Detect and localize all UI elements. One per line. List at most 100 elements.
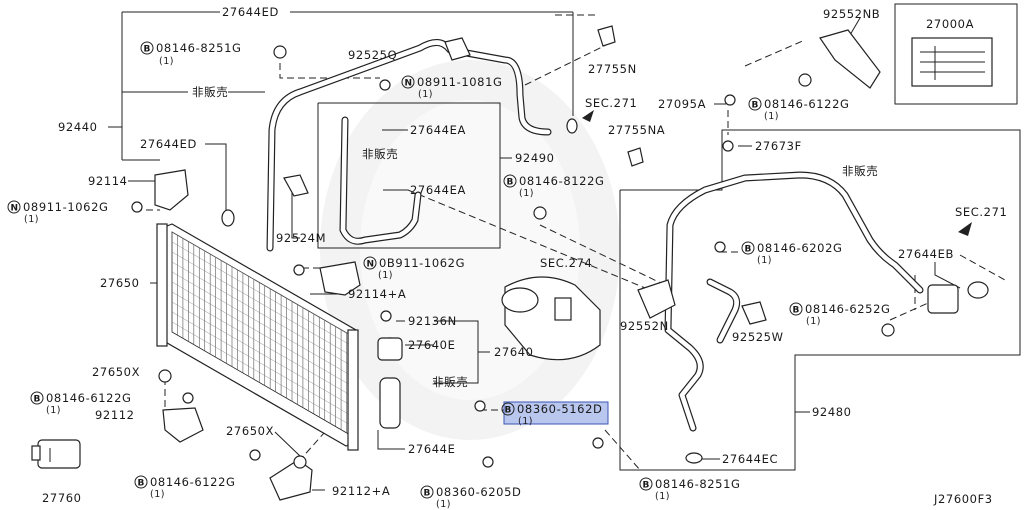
sensor-27760 [31,439,81,469]
condenser-fins [171,231,353,436]
fastener-callout: B 08146-6252G (1) [789,302,891,327]
fastener-prefix: B [144,45,151,55]
not-for-sale-label: 非販売 [842,164,878,178]
fastener-callout: B 08360-6205D (1) [420,485,521,510]
fastener-code: 08146-6202G [757,241,843,255]
fastener-code: 08360-5162D [517,402,602,416]
label-sec271-right: SEC.271 [955,205,1007,219]
label-92524M: 92524M [276,231,326,245]
fastener-code: 08360-6205D [436,485,521,499]
label-27095A: 27095A [658,97,706,111]
label-27755N: 27755N [588,62,637,76]
condenser-27650 [156,223,359,451]
fastener-code: 08146-6252G [805,302,891,316]
fastener-prefix: B [643,481,650,491]
fastener-code: 08146-6122G [46,391,132,405]
label-27644ED-left: 27644ED [140,137,197,151]
fastener-qty: (1) [519,188,534,199]
condenser-tube [171,301,353,407]
not-for-sale-label: 非販売 [432,375,468,389]
condenser-tube [171,241,353,347]
label-27000A: 27000A [926,17,974,31]
label-27650: 27650 [100,276,140,290]
condenser-tube [171,261,353,367]
condenser-tube [171,231,353,337]
fastener-code: 08146-8122G [519,174,605,188]
label-27760: 27760 [42,491,82,505]
fastener-callout-highlighted: B 08360-5162D (1) [501,402,602,427]
label-27644EC: 27644EC [722,452,778,466]
not-for-sale-label: 非販売 [192,85,228,99]
label-92480: 92480 [812,405,852,419]
fastener-code: 08911-1062G [23,200,109,214]
fastener-prefix: B [138,479,145,489]
fastener-callout: B 08146-8122G (1) [503,174,605,199]
fastener-qty: (1) [655,491,670,502]
condenser-tube [171,271,353,377]
fastener-prefix: N [11,204,19,214]
fastener-code: 08146-8251G [156,41,242,55]
arrow-sec271-top-icon [582,110,594,122]
pipes [266,39,924,432]
condenser-tube [171,291,353,397]
fastener-code: 08146-6122G [150,475,236,489]
fastener-code: 0B911-1062G [379,256,465,270]
fastener-callout: B 08146-6122G (1) [748,97,850,122]
condenser-tube [171,321,353,427]
fastener-qty: (1) [150,489,165,500]
label-92525Q: 92525Q [348,48,397,62]
label-sec274: SEC.274 [540,256,592,270]
fastener-qty: (1) [764,111,779,122]
fastener-qty: (1) [159,56,174,67]
label-27644ED-top: 27644ED [222,5,279,19]
label-27644EA-1: 27644EA [410,123,466,137]
fastener-qty: (1) [518,416,533,427]
label-92552NB: 92552NB [823,7,880,21]
fastener-prefix: B [752,101,759,111]
fastener-prefix: N [367,260,375,270]
fastener-code: 08911-1081G [417,75,503,89]
fastener-prefix: B [745,245,752,255]
fastener-callout: B 08146-8251G (1) [639,477,741,502]
fastener-callout: B 08146-6122G (1) [134,475,236,500]
fastener-callout: B 08146-6122G (1) [30,391,132,416]
fastener-callout: N 08911-1081G (1) [401,75,503,100]
label-sec271-top: SEC.271 [585,96,637,110]
fastener-qty: (1) [24,214,39,225]
not-for-sale-labels: 非販売 非販売 非販売 非販売 [192,85,878,389]
label-27640E: 27640E [408,338,455,352]
label-27755NA: 27755NA [608,123,665,137]
label-92114A: 92114+A [348,287,406,301]
fastener-prefix: B [507,178,514,188]
label-27650X-left: 27650X [92,365,140,379]
label-92440: 92440 [58,120,98,134]
label-92490: 92490 [515,151,555,165]
not-for-sale-label: 非販売 [362,147,398,161]
label-27650X-bottom: 27650X [226,424,274,438]
label-92114: 92114 [88,174,128,188]
label-92112A: 92112+A [332,484,390,498]
label-27644EB: 27644EB [898,247,954,261]
condenser-tube [171,311,353,417]
fastener-code: 08146-6122G [764,97,850,111]
fastener-code: 08146-8251G [655,477,741,491]
label-92525W: 92525W [732,330,784,344]
label-27644EA-2: 27644EA [410,183,466,197]
bolts [131,45,895,469]
fastener-prefix: B [424,489,431,499]
condenser-tube [171,251,353,357]
label-27673F: 27673F [755,139,802,153]
arrow-sec271-right-icon [958,222,972,236]
label-27644E: 27644E [408,442,455,456]
fastener-prefix: B [793,306,800,316]
fastener-callout: N 0B911-1062G (1) [363,256,465,281]
label-27640: 27640 [494,345,534,359]
compressor-sec274 [501,276,601,361]
fastener-prefix: B [34,395,41,405]
fastener-qty: (1) [757,255,772,266]
fastener-callout: N 08911-1062G (1) [7,200,109,225]
label-92552N: 92552N [620,319,669,333]
fastener-qty: (1) [806,316,821,327]
